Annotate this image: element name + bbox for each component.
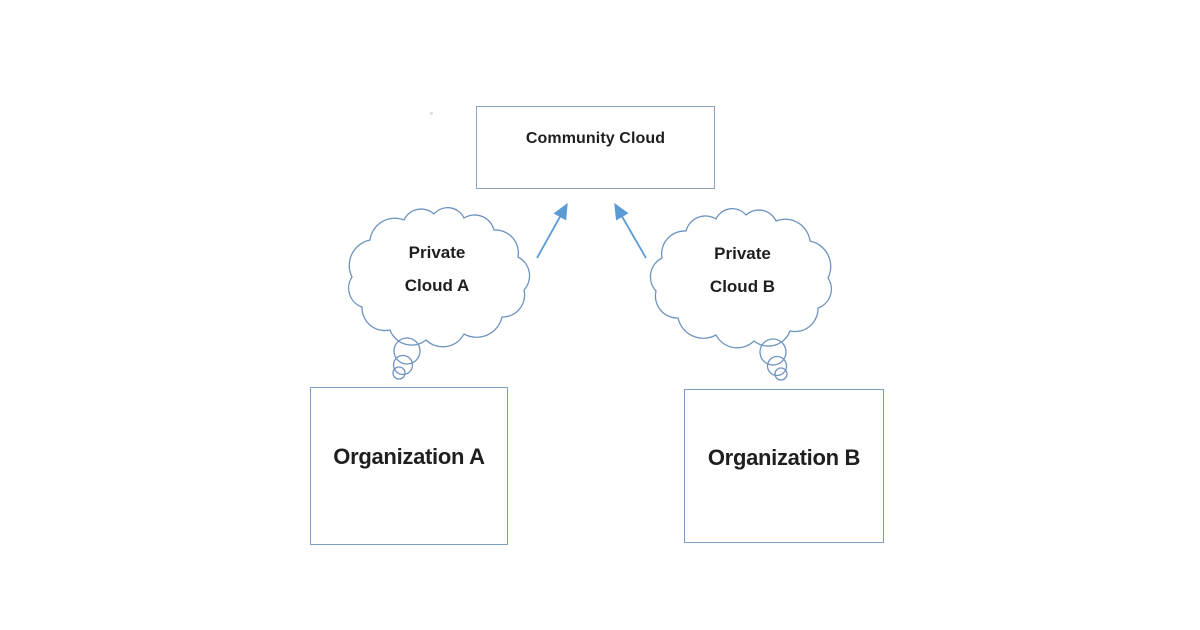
thought-tail-circle-small [392,366,406,380]
private-cloud-b-label: Private Cloud B [647,237,838,303]
organization-b-label: Organization B [707,445,861,470]
private-cloud-b-label-line1: Private [714,244,771,263]
organization-a-box: Organization A [310,387,508,545]
organization-a-label: Organization A [333,444,485,469]
thought-tail-circle-small [774,367,788,381]
thought-tail-circle-large [759,338,787,366]
private-cloud-a-label-line1: Private [408,243,466,262]
stray-dot-artifact [430,112,433,115]
private-cloud-a-label-line2: Cloud A [404,276,470,295]
community-cloud-box: Community Cloud [476,106,715,189]
arrow-cloud-a-to-community [536,202,568,259]
thought-tail-circle-large [393,337,421,365]
community-cloud-label: Community Cloud [525,130,666,147]
organization-b-box: Organization B [684,389,884,543]
private-cloud-b-label-line2: Cloud B [709,277,776,296]
thought-tail-circle-medium [766,355,788,377]
private-cloud-a-label: Private Cloud A [342,236,532,302]
thought-tail-circle-medium [392,354,414,376]
arrow-cloud-b-to-community [614,202,647,259]
